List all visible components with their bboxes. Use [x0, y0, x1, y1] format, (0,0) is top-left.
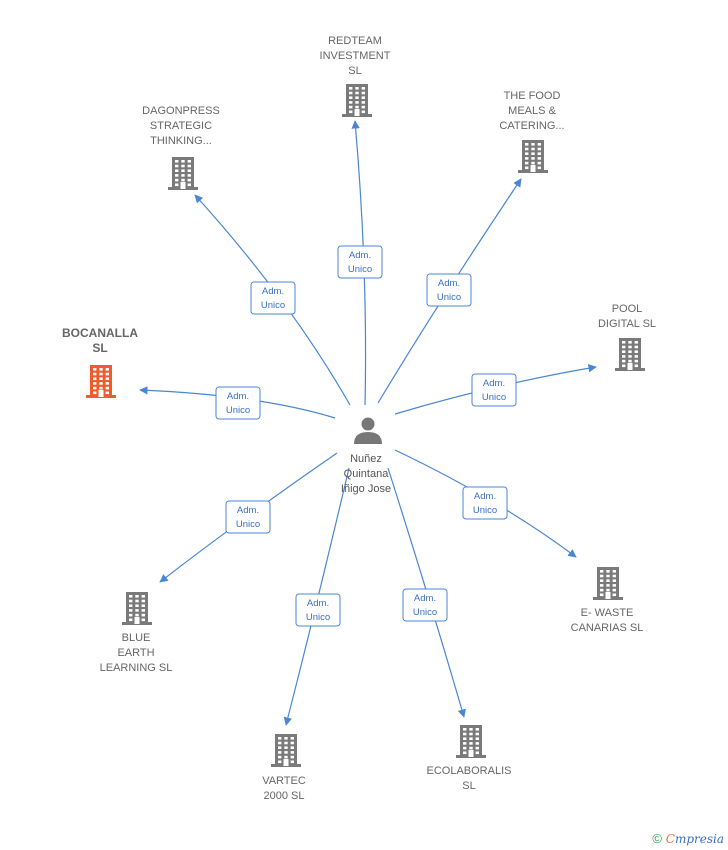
- relation-label-line: Adm.: [474, 491, 496, 502]
- relation-label-line: Unico: [236, 519, 260, 530]
- company-name-food[interactable]: MEALS &: [508, 105, 556, 117]
- company-name-food[interactable]: THE FOOD: [504, 90, 561, 102]
- relation-label-line: Unico: [482, 392, 506, 403]
- relation-label-line: Unico: [226, 405, 250, 416]
- brand-initial: C: [665, 832, 675, 846]
- relation-label-blue[interactable]: Adm. Unico: [225, 500, 271, 534]
- person-name[interactable]: Quintana: [344, 468, 390, 480]
- company-name-ecolaboralis[interactable]: ECOLABORALIS: [427, 765, 512, 777]
- person-name[interactable]: Iñigo Jose: [341, 483, 391, 495]
- relation-label-line: Adm.: [227, 391, 249, 402]
- relation-label-line: Unico: [437, 292, 461, 303]
- company-name-blue[interactable]: LEARNING SL: [100, 662, 173, 674]
- company-name-redteam[interactable]: INVESTMENT: [320, 50, 391, 62]
- building-icon-redteam[interactable]: [342, 84, 372, 117]
- copyright-icon: ©: [652, 831, 662, 846]
- company-name-blue[interactable]: BLUE: [122, 632, 151, 644]
- relation-label-line: Adm.: [262, 286, 284, 297]
- relation-label-line: Adm.: [349, 250, 371, 261]
- building-icon-ewaste[interactable]: [593, 567, 623, 600]
- building-icon-food[interactable]: [518, 140, 548, 173]
- relation-label-line: Unico: [306, 612, 330, 623]
- empresia-watermark: © Cmpresia: [652, 831, 724, 846]
- building-icon-bocanalla[interactable]: [86, 365, 116, 398]
- relation-label-line: Unico: [348, 264, 372, 275]
- company-name-vartec[interactable]: 2000 SL: [264, 790, 305, 802]
- company-name-vartec[interactable]: VARTEC: [262, 775, 306, 787]
- company-name-ewaste[interactable]: CANARIAS SL: [571, 622, 644, 634]
- relation-label-dagonpress[interactable]: Adm. Unico: [250, 281, 296, 315]
- person-icon[interactable]: [354, 417, 382, 445]
- company-name-ecolaboralis[interactable]: SL: [462, 780, 475, 792]
- company-name-pool[interactable]: POOL: [612, 303, 643, 315]
- company-name-dagonpress[interactable]: STRATEGIC: [150, 120, 212, 132]
- relation-label-line: Unico: [261, 300, 285, 311]
- relation-label-redteam[interactable]: Adm. Unico: [337, 245, 383, 279]
- person-name[interactable]: Nuñez: [350, 453, 382, 465]
- relation-label-bocanalla[interactable]: Adm. Unico: [215, 386, 261, 420]
- brand-name: mpresia: [674, 832, 724, 846]
- building-icon-blue[interactable]: [122, 592, 152, 625]
- company-name-bocanalla[interactable]: BOCANALLA: [62, 326, 138, 340]
- building-icon-pool[interactable]: [615, 338, 645, 371]
- relation-label-line: Adm.: [414, 593, 436, 604]
- relation-label-line: Unico: [473, 505, 497, 516]
- relation-label-pool[interactable]: Adm. Unico: [471, 373, 517, 407]
- company-name-ewaste[interactable]: E- WASTE: [581, 607, 634, 619]
- relation-label-ewaste[interactable]: Adm. Unico: [462, 486, 508, 520]
- company-name-pool[interactable]: DIGITAL SL: [598, 318, 656, 330]
- relation-label-line: Unico: [413, 607, 437, 618]
- company-name-bocanalla[interactable]: SL: [92, 341, 107, 355]
- relation-label-line: Adm.: [307, 598, 329, 609]
- relation-label-line: Adm.: [483, 378, 505, 389]
- company-name-dagonpress[interactable]: THINKING...: [150, 135, 212, 147]
- relation-label-food[interactable]: Adm. Unico: [426, 273, 472, 307]
- company-name-redteam[interactable]: SL: [348, 65, 361, 77]
- building-icon-dagonpress[interactable]: [168, 157, 198, 190]
- company-name-blue[interactable]: EARTH: [117, 647, 154, 659]
- relation-label-ecolaboralis[interactable]: Adm. Unico: [402, 588, 448, 622]
- relation-label-vartec[interactable]: Adm. Unico: [295, 593, 341, 627]
- relation-label-line: Adm.: [438, 278, 460, 289]
- building-icon-ecolaboralis[interactable]: [456, 725, 486, 758]
- company-name-food[interactable]: CATERING...: [499, 120, 564, 132]
- company-name-redteam[interactable]: REDTEAM: [328, 35, 382, 47]
- company-name-dagonpress[interactable]: DAGONPRESS: [142, 105, 220, 117]
- building-icon-vartec[interactable]: [271, 734, 301, 767]
- relation-label-line: Adm.: [237, 505, 259, 516]
